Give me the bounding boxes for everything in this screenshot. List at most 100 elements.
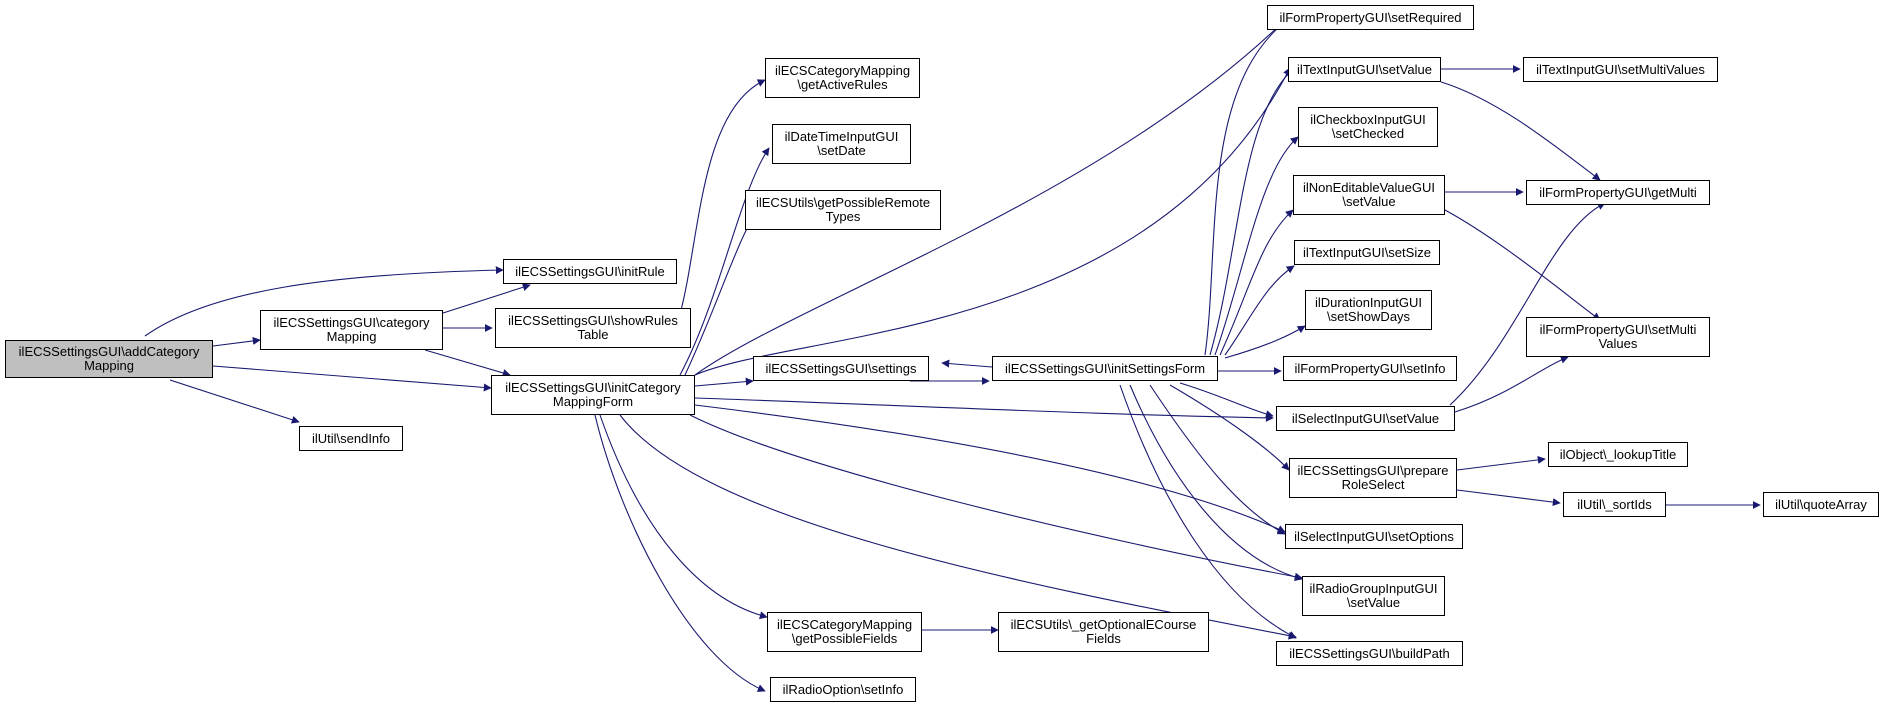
edge-addcat-sendinfo — [169, 379, 300, 424]
node-label: Mapping — [84, 358, 134, 373]
node-label: ilECSSettingsGUI\initCategory — [505, 380, 681, 395]
node-label: ilECSUtils\_getOptionalECourse — [1010, 617, 1197, 632]
edge-nonedit-setmulti — [1444, 209, 1601, 321]
edge-initsettings-radiogroup — [1129, 384, 1303, 582]
node-label: ilFormPropertyGUI\setMulti — [1539, 322, 1697, 337]
node-form-property-set-info[interactable]: ilFormPropertyGUI\setInfo — [1283, 356, 1457, 381]
node-label: ilECSCategoryMapping — [774, 63, 911, 78]
node-label: ilTextInputGUI\setMultiValues — [1536, 61, 1705, 77]
node-get-possible-remote-types[interactable]: ilECSUtils\getPossibleRemote Types — [745, 190, 941, 230]
node-radio-group-set-value[interactable]: ilRadioGroupInputGUI \setValue — [1302, 576, 1445, 616]
node-text-input-set-value[interactable]: ilTextInputGUI\setValue — [1288, 57, 1441, 82]
node-sort-ids[interactable]: ilUtil\_sortIds — [1563, 492, 1666, 517]
node-label: ilECSSettingsGUI\category — [273, 315, 430, 330]
node-select-input-set-options[interactable]: ilSelectInputGUI\setOptions — [1285, 524, 1463, 549]
node-init-settings-form[interactable]: ilECSSettingsGUI\initSettingsForm — [992, 356, 1218, 381]
node-prepare-role-select[interactable]: ilECSSettingsGUI\prepare RoleSelect — [1289, 458, 1457, 498]
node-label: \setChecked — [1331, 126, 1405, 141]
node-build-path[interactable]: ilECSSettingsGUI\buildPath — [1276, 641, 1463, 666]
node-label: ilECSSettingsGUI\addCategory — [18, 344, 200, 359]
node-label: ilECSCategoryMapping — [776, 617, 913, 632]
node-set-multi-values[interactable]: ilTextInputGUI\setMultiValues — [1523, 57, 1718, 82]
node-settings[interactable]: ilECSSettingsGUI\settings — [753, 356, 929, 381]
node-label: ilUtil\quoteArray — [1775, 496, 1867, 512]
node-label: ilDateTimeInputGUI — [784, 129, 899, 144]
node-set-multi-values-prop[interactable]: ilFormPropertyGUI\setMulti Values — [1526, 317, 1710, 357]
edge-initcat-possfields — [599, 414, 768, 620]
node-label: ilSelectInputGUI\setValue — [1291, 410, 1440, 426]
node-get-optional-ecourse-fields[interactable]: ilECSUtils\_getOptionalECourse Fields — [998, 612, 1209, 652]
node-label: Mapping — [326, 329, 377, 344]
node-label: ilCheckboxInputGUI — [1310, 112, 1426, 127]
node-label: ilDurationInputGUI — [1315, 295, 1422, 310]
edge-preprole-sortids — [1456, 489, 1561, 507]
node-label: ilECSSettingsGUI\initSettingsForm — [1004, 360, 1206, 376]
edge-initsettings-preprole — [1169, 384, 1290, 471]
node-label: \setValue — [1346, 595, 1401, 610]
node-label: ilSelectInputGUI\setOptions — [1294, 528, 1454, 544]
node-label: ilFormPropertyGUI\setInfo — [1294, 360, 1446, 376]
node-label: RoleSelect — [1341, 477, 1405, 492]
edge-initsettings-setsize — [1224, 265, 1295, 356]
edge-initcat-radiogroup — [689, 414, 1303, 581]
node-send-info[interactable]: ilUtil\sendInfo — [299, 426, 403, 451]
node-label: \setDate — [817, 143, 866, 158]
edge-initcat-setoptions — [694, 404, 1286, 533]
edge-addcat-initcat — [212, 365, 492, 392]
edge-initcat-settings — [694, 377, 754, 387]
node-init-category-mapping-form[interactable]: ilECSSettingsGUI\initCategory MappingFor… — [491, 375, 695, 415]
node-radio-option-set-info[interactable]: ilRadioOption\setInfo — [770, 677, 916, 702]
node-label: ilFormPropertyGUI\setRequired — [1279, 9, 1462, 25]
node-category-mapping[interactable]: ilECSSettingsGUI\category Mapping — [260, 310, 443, 350]
edge-initsettings-settings — [941, 359, 993, 368]
node-add-category-mapping[interactable]: ilECSSettingsGUI\addCategory Mapping — [5, 340, 213, 378]
node-label: \getPossibleFields — [791, 631, 898, 646]
node-label: ilNonEditableValueGUI — [1303, 180, 1435, 195]
node-label: ilFormPropertyGUI\getMulti — [1539, 184, 1697, 200]
edge-initcat-setrequired — [694, 19, 1286, 376]
node-label: \getActiveRules — [797, 77, 888, 92]
node-get-multi[interactable]: ilFormPropertyGUI\getMulti — [1526, 180, 1710, 205]
node-label: Values — [1598, 336, 1638, 351]
node-label: ilECSSettingsGUI\prepare — [1297, 463, 1449, 478]
node-label: \setValue — [1342, 194, 1396, 209]
edge-showrules-getactive — [679, 79, 766, 315]
edge-initsettings-nonedit — [1219, 209, 1294, 356]
node-label: Table — [577, 327, 609, 342]
node-set-date[interactable]: ilDateTimeInputGUI \setDate — [772, 124, 911, 164]
node-label: ilObject\_lookupTitle — [1559, 446, 1677, 462]
node-label: ilECSSettingsGUI\showRules — [508, 313, 678, 328]
edge-initsettings-setrequired — [1204, 21, 1286, 356]
node-init-rule[interactable]: ilECSSettingsGUI\initRule — [503, 259, 677, 284]
node-duration-set-show-days[interactable]: ilDurationInputGUI \setShowDays — [1305, 290, 1432, 330]
node-label: ilTextInputGUI\setSize — [1303, 244, 1431, 260]
node-checkbox-set-checked[interactable]: ilCheckboxInputGUI \setChecked — [1298, 107, 1438, 147]
node-label: ilUtil\sendInfo — [311, 430, 391, 446]
edge-textsetvalue-getmulti — [1440, 81, 1601, 181]
node-lookup-title[interactable]: ilObject\_lookupTitle — [1548, 442, 1688, 467]
node-set-required[interactable]: ilFormPropertyGUI\setRequired — [1267, 5, 1474, 30]
edge-initsettings-setoptions — [1149, 384, 1286, 535]
node-label: Types — [825, 209, 861, 224]
node-get-active-rules[interactable]: ilECSCategoryMapping \getActiveRules — [765, 58, 920, 98]
edge-initcat-selectsetvalue — [694, 397, 1274, 422]
node-label: ilECSSettingsGUI\initRule — [515, 263, 665, 279]
edge-initsettings-selectsetvalue — [1179, 382, 1274, 419]
node-label: MappingForm — [552, 394, 634, 409]
edge-initsettings-textsetvalue — [1209, 69, 1293, 356]
node-text-input-set-size[interactable]: ilTextInputGUI\setSize — [1294, 240, 1440, 265]
node-non-editable-set-value[interactable]: ilNonEditableValueGUI \setValue — [1293, 175, 1445, 215]
node-quote-array[interactable]: ilUtil\quoteArray — [1763, 492, 1879, 517]
edge-addcat-initrule — [144, 266, 504, 337]
edge-initsettings-checkbox — [1214, 136, 1299, 356]
edge-initsettings-showdays — [1224, 325, 1306, 359]
edge-catmap-initcat — [424, 349, 511, 377]
node-select-input-set-value[interactable]: ilSelectInputGUI\setValue — [1276, 406, 1455, 431]
node-show-rules-table[interactable]: ilECSSettingsGUI\showRules Table — [495, 308, 691, 348]
node-get-possible-fields[interactable]: ilECSCategoryMapping \getPossibleFields — [767, 612, 922, 652]
node-label: ilECSSettingsGUI\settings — [765, 360, 917, 376]
edge-selectsetvalue-setmulti — [1454, 355, 1569, 413]
edge-addcat-catmap — [212, 336, 261, 347]
